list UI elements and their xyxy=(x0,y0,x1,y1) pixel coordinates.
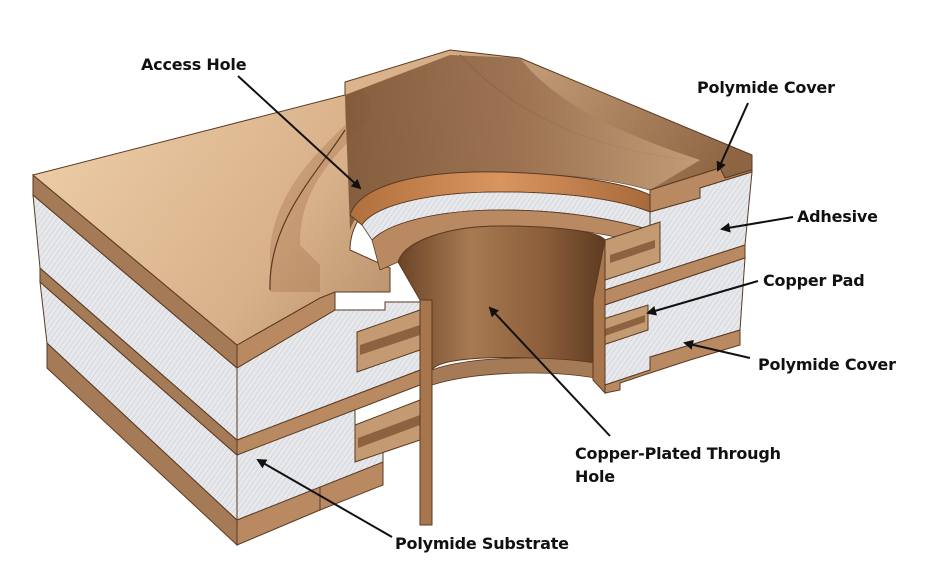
right-copper-pad-upper-inner xyxy=(610,240,655,263)
left-block xyxy=(32,173,433,547)
arrow-polymide-cover-top xyxy=(716,102,749,172)
label-copper-plated-through-hole: Copper-Plated Through Hole xyxy=(575,444,781,486)
arrow-access-hole xyxy=(237,75,362,190)
arrow-copper-plated-through-hole xyxy=(488,306,611,437)
right-copper-pad-lower-inner xyxy=(602,315,645,337)
left-copper-pad-upper-inner xyxy=(360,325,420,355)
left-barrel-wall xyxy=(419,299,433,526)
arrow-copper-pad xyxy=(646,280,759,316)
label-polymide-cover-bottom: Polymide Cover xyxy=(758,355,896,374)
left-copper-pad-lower-inner xyxy=(358,415,420,448)
right-block xyxy=(592,155,753,395)
arrow-polymide-cover-bottom xyxy=(683,339,751,359)
through-hole xyxy=(349,171,651,386)
label-polymide-cover-top: Polymide Cover xyxy=(697,78,835,97)
barrel-bottom-rim xyxy=(431,357,606,386)
arrow-adhesive xyxy=(720,216,794,233)
right-bottom-cover xyxy=(604,329,741,394)
label-access-hole: Access Hole xyxy=(141,55,247,74)
upper-recess-surface xyxy=(345,55,700,230)
access-hole-recess xyxy=(270,90,372,292)
label-polymide-substrate: Polymide Substrate xyxy=(395,534,569,553)
right-barrel-wall xyxy=(592,239,606,395)
arrow-polymide-substrate xyxy=(256,459,393,538)
label-adhesive: Adhesive xyxy=(797,207,878,226)
label-copper-pad: Copper Pad xyxy=(763,271,865,290)
annotation-arrows xyxy=(237,75,794,538)
